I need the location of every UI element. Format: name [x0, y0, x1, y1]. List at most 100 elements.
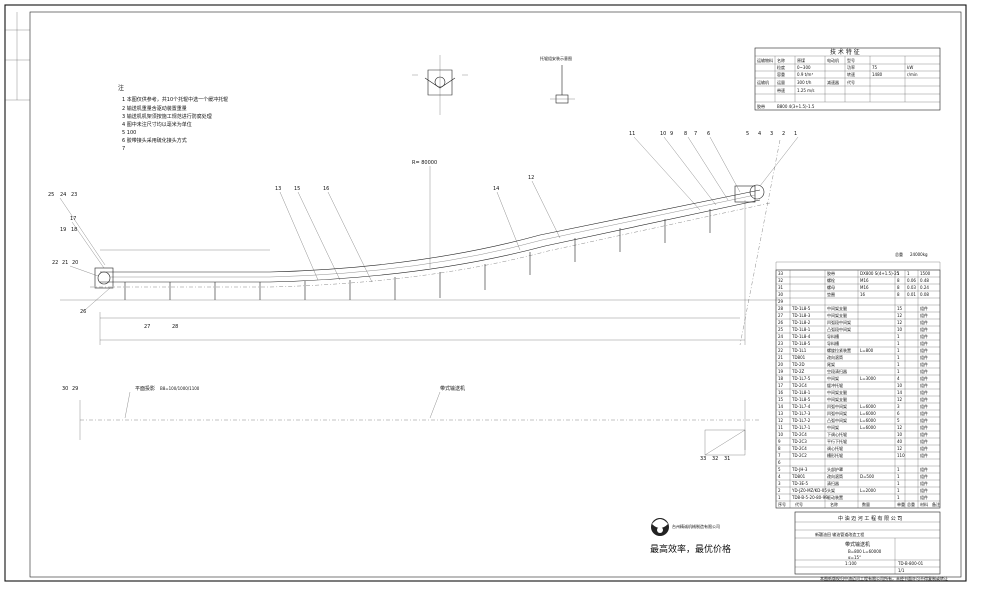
- bom-cell: 导料槽: [827, 333, 839, 339]
- bom-cell: 29: [778, 299, 784, 304]
- callout-number: 10: [660, 131, 666, 137]
- bom-cell: 改向滚筒: [827, 354, 843, 360]
- bom-cell: TD-1L7-5: [791, 376, 811, 381]
- note-line: 1 本图仅供参考，共10个托辊中选一个缓冲托辊: [122, 96, 228, 103]
- bom-cell: 组件: [920, 396, 928, 402]
- bom-cell: 凹弧中间架: [827, 403, 847, 409]
- tech-cell: 胶带: [757, 103, 765, 109]
- tech-cell: 电动机: [827, 57, 839, 63]
- tech-table: 技 术 特 征 运输物料 名称 原煤 电动机 型号 粒度 0~300 功率 75…: [754, 47, 941, 111]
- bom-cell: TD-1L7-3: [791, 411, 811, 416]
- notes-block: 注 1 本图仅供参考，共10个托辊中选一个缓冲托辊 2 输送机重量含驱动装置重量…: [118, 84, 228, 152]
- callout-number: 24: [60, 192, 66, 198]
- bom-footer-cell: 代号: [795, 501, 803, 507]
- bom-cell: TD-1L8-1: [791, 327, 811, 332]
- bom-cell: 凹弧中间架: [827, 410, 847, 416]
- title-block: 中 油 迈 河 工 程 有 限 公 司 新疆油田 输油管道改造工程 带式输送机 …: [794, 511, 941, 575]
- bom-cell: TD-1L7-1: [791, 425, 811, 430]
- bom-cell: TD-1L8-2: [791, 320, 811, 325]
- bom-cell: 25: [778, 327, 784, 332]
- outer-border: [4, 4, 967, 582]
- bom-cell: 中间架: [827, 375, 839, 381]
- bom-cell: TD8-B-5-20-80-99: [791, 495, 828, 500]
- bom-cell: L=3000: [860, 376, 876, 381]
- bom-cell: 1: [897, 369, 900, 374]
- callout-number: 12: [528, 175, 534, 181]
- bom-cell: 31: [778, 285, 784, 290]
- callout-number: 30: [62, 386, 68, 392]
- watermark-slogan: 最高效率，最优价格: [650, 543, 731, 555]
- tech-cell: 1.25 m/s: [797, 88, 815, 93]
- bom-cell: 8: [897, 285, 900, 290]
- tech-cell: 粒度: [777, 64, 785, 70]
- drawing-scale: 1:100: [845, 561, 857, 566]
- bom-cell: 组件: [920, 438, 928, 444]
- bom-cell: TD-1L1: [791, 348, 807, 353]
- tech-cell: 代号: [847, 79, 855, 85]
- tech-cell: 300 t/h: [797, 80, 812, 85]
- bom-cell: 组件: [920, 424, 928, 430]
- bom-cell: TD801: [791, 355, 806, 360]
- callout-number: 28: [172, 324, 178, 330]
- bom-cell: 5: [897, 418, 900, 423]
- bom-cell: 凹弧段中间架: [827, 319, 851, 325]
- bom-cell: 下调心托辊: [827, 431, 847, 437]
- bom-cell: 5: [778, 467, 781, 472]
- bom-cell: 4: [778, 474, 781, 479]
- note-line: 5 100: [122, 130, 136, 136]
- note-line: 6 胶带接头采用硫化接头方式: [122, 137, 187, 144]
- bom-cell: 20: [778, 362, 784, 367]
- bom-cell: 中间架: [827, 424, 839, 430]
- bom-cell: 12: [897, 446, 903, 451]
- callout-number: 19: [60, 227, 66, 233]
- bom-cell: 22: [778, 348, 784, 353]
- bom-cell: TD-1L8-3: [791, 313, 811, 318]
- bom-cell: 10: [897, 327, 903, 332]
- company-name: 中 油 迈 河 工 程 有 限 公 司: [838, 515, 902, 522]
- callout-number: 7: [694, 131, 697, 137]
- bom-cell: 3: [778, 481, 781, 486]
- callout-number: 32: [712, 456, 718, 462]
- tech-cell: 运输机: [757, 79, 769, 85]
- callout-number: 21: [62, 260, 68, 266]
- bom-cell: 14: [897, 390, 903, 395]
- bom-cell: 10: [897, 432, 903, 437]
- bom-cell: TD-2C4: [791, 383, 807, 388]
- callout-number: 9: [670, 131, 673, 137]
- bom-cell: 1: [897, 341, 900, 346]
- bom-cell: 0.03: [907, 285, 916, 290]
- bom-cell: 17: [778, 383, 784, 388]
- inner-border: [29, 11, 962, 578]
- bom-weight-label: 总重: [895, 251, 903, 257]
- callout-number: 16: [323, 186, 329, 192]
- note-line: 7: [122, 146, 125, 152]
- bom-cell: 调心托辊: [827, 445, 843, 451]
- tech-cell: 带速: [777, 87, 785, 93]
- callouts: 25 24 23 17 19 18 22 21 20 26 27 28 13 1…: [48, 131, 799, 462]
- bom-cell: 14: [778, 404, 784, 409]
- bom-cell: TD-2D: [791, 362, 805, 367]
- bom-cell: 0.01: [907, 292, 916, 297]
- bom-cell: 组件: [920, 375, 928, 381]
- drawing-spec: B=800 L=60000: [848, 549, 882, 554]
- bom-cell: TD-2C2: [791, 453, 807, 458]
- bom-cell: 组件: [920, 368, 928, 374]
- bom-cell: 中间架支腿: [827, 312, 847, 318]
- tech-cell: r/min: [907, 72, 918, 77]
- note-line: 2 输送机重量含驱动装置重量: [122, 105, 187, 112]
- bom-cell: 头部护罩: [827, 466, 843, 472]
- bom-cell: 改向滚筒: [827, 473, 843, 479]
- bom-cell: 18: [778, 376, 784, 381]
- bom-cell: 10: [778, 432, 784, 437]
- tech-table-title: 技 术 特 征: [830, 48, 860, 56]
- bom-cell: TD-1L8-5: [791, 397, 811, 402]
- bom-cell: 40: [897, 439, 903, 444]
- bom-cell: 6: [778, 460, 781, 465]
- bom-cell: 19: [778, 369, 784, 374]
- tech-cell: 功率: [847, 64, 855, 70]
- tech-cell: 容重: [777, 71, 785, 77]
- bom-cell: 组件: [920, 452, 928, 458]
- bom-cell: 组件: [920, 473, 928, 479]
- bom-cell: 23: [778, 341, 784, 346]
